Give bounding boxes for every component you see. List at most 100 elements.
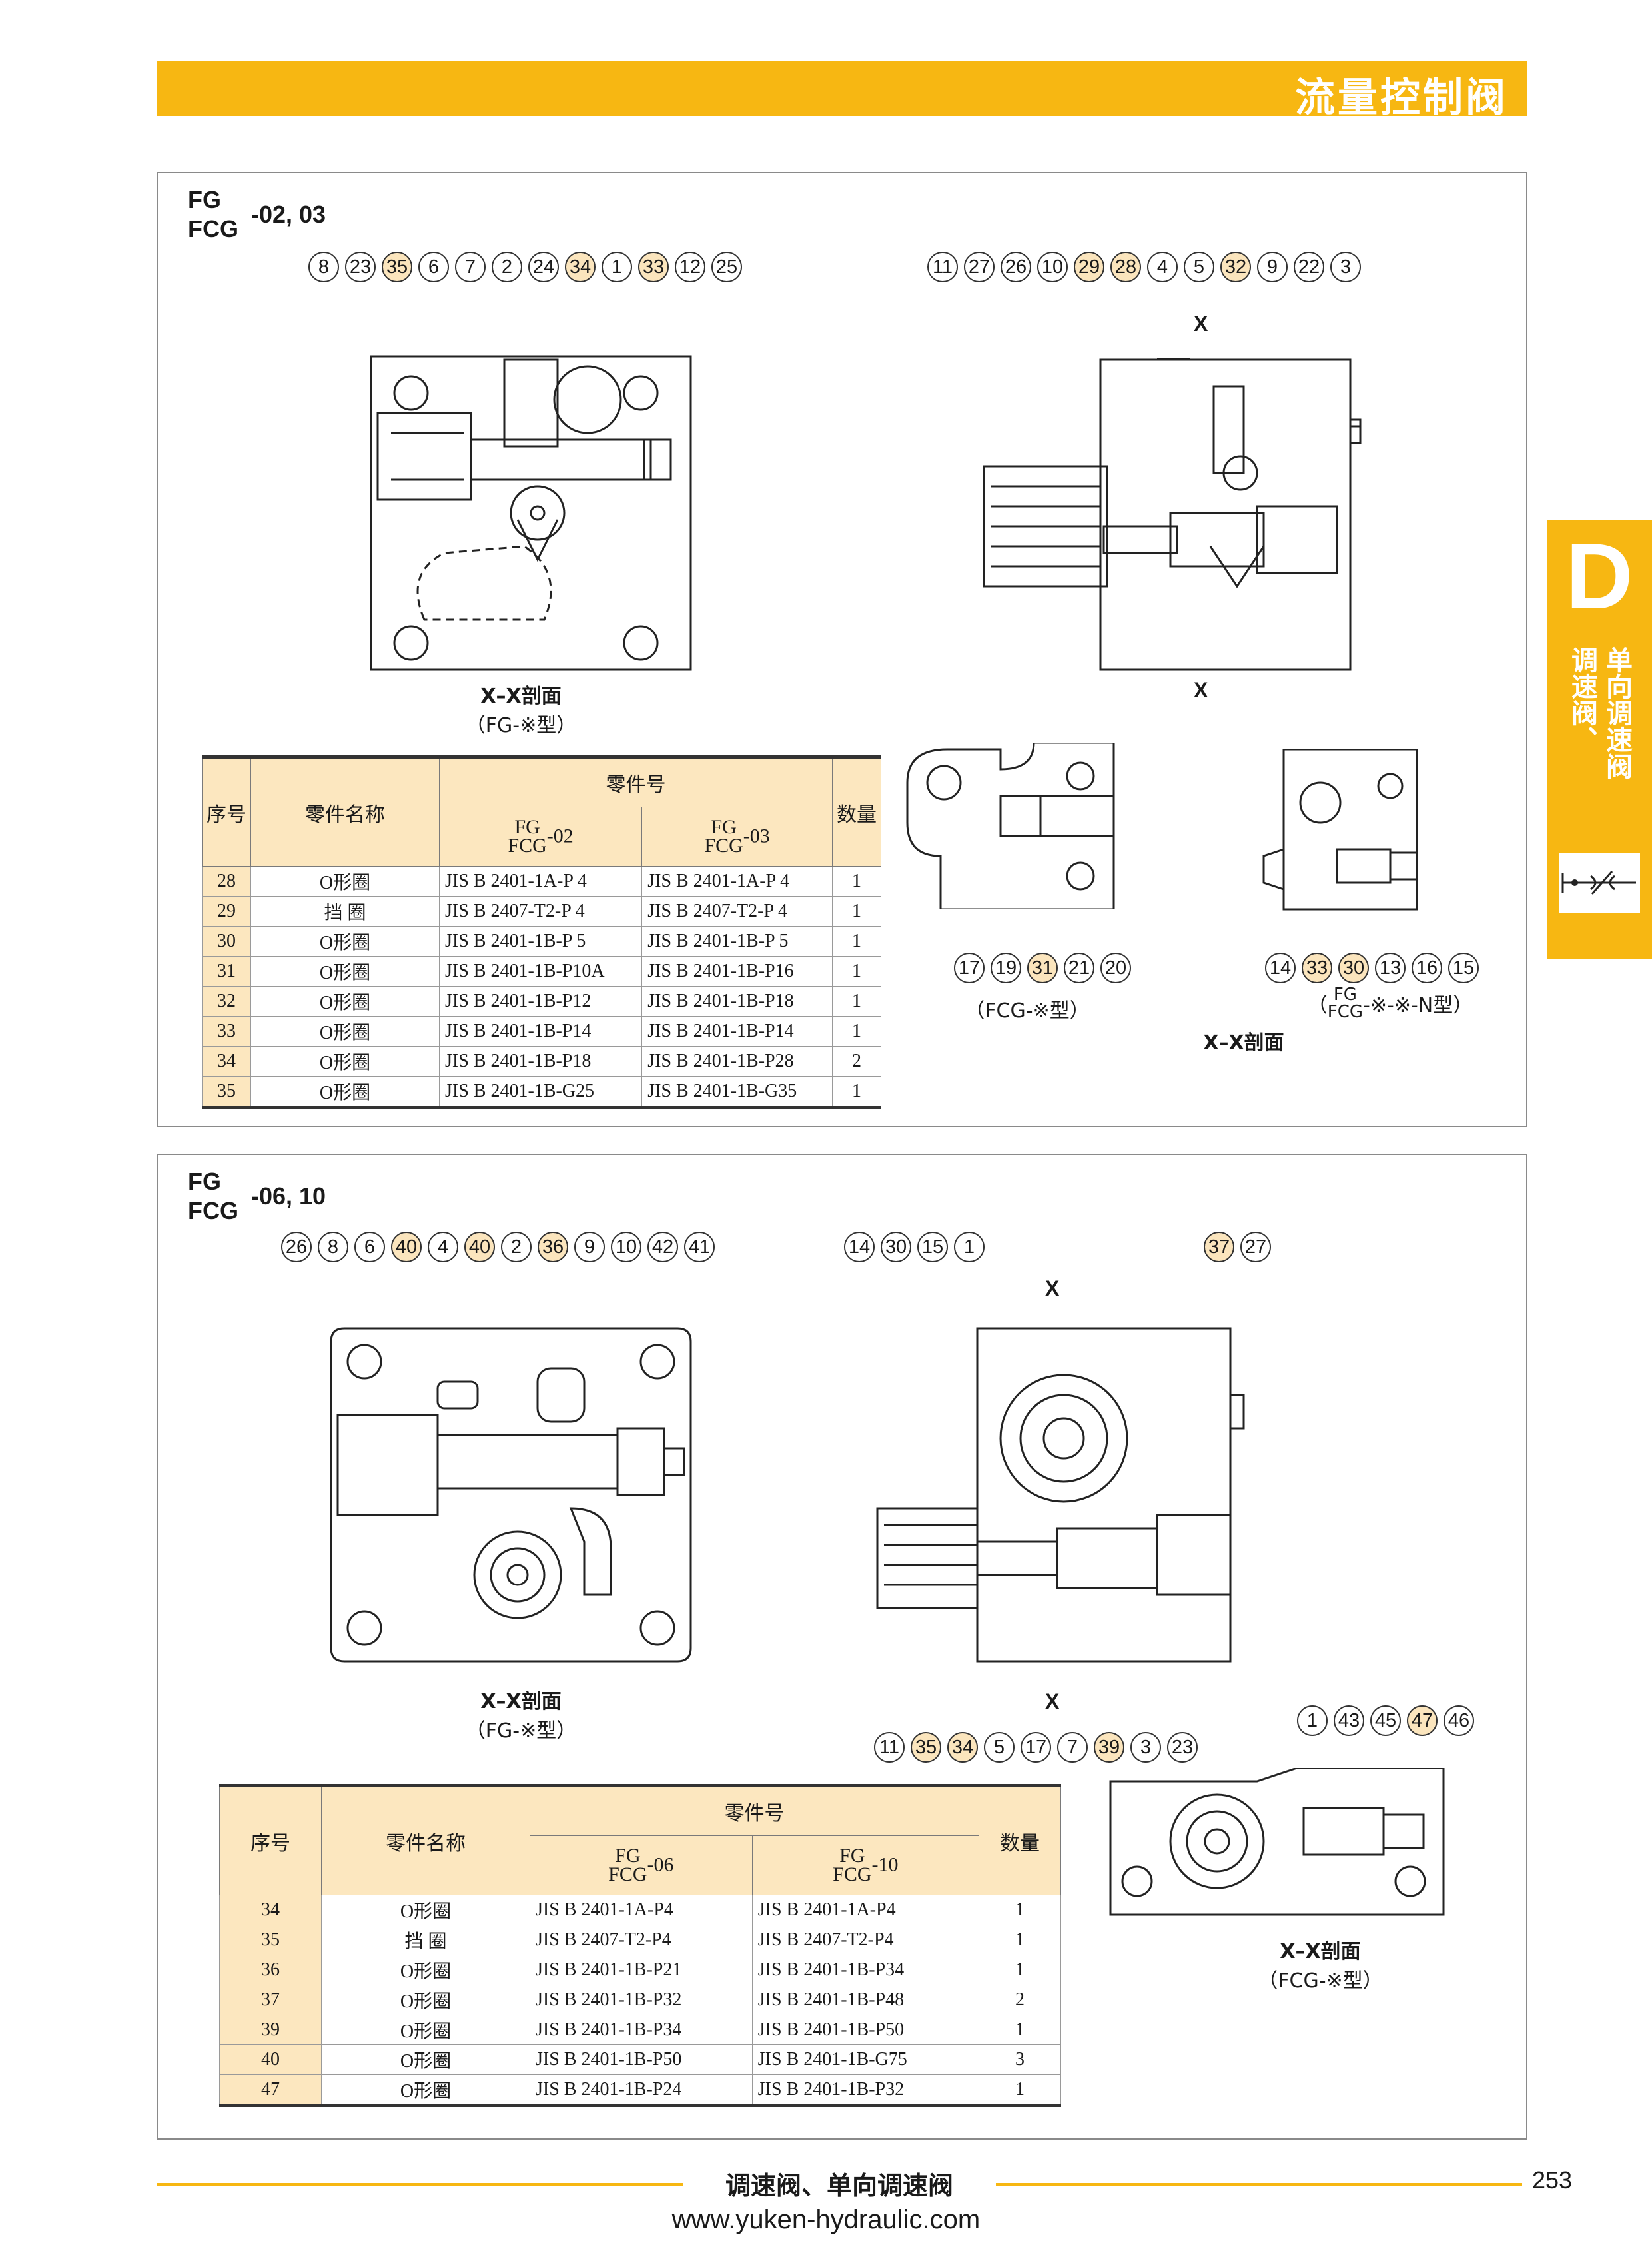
callout-bubble: 23 [1167, 1732, 1198, 1763]
caption-xx-fcg: X–X剖面 （FCG-※型） [1210, 1935, 1430, 1993]
th-model-1-fcg: FCG [608, 1863, 647, 1885]
cell-p2: JIS B 2401-1B-P 5 [641, 926, 833, 957]
cell-name: O形圈 [321, 1985, 530, 2015]
cell-p2: JIS B 2401-1B-P16 [641, 956, 833, 987]
cell-qty: 1 [832, 926, 881, 957]
cell-p1: JIS B 2401-1B-P21 [530, 1955, 753, 1985]
callout-bubble: 14 [844, 1232, 875, 1262]
callout-bubble: 7 [455, 252, 486, 282]
parts-table-02-03: 序号 零件名称 零件号 数量 FG FCG -02 FG FCG -03 [202, 755, 881, 1109]
footer-url[interactable]: www.yuken-hydraulic.com [671, 2205, 981, 2234]
callout-bubble: 34 [565, 252, 596, 282]
cell-qty: 1 [979, 1895, 1061, 1925]
model-fcg: FCG [188, 215, 238, 242]
th-model-1-fcg: FCG [508, 835, 547, 857]
callout-bubble: 40 [391, 1232, 422, 1262]
cell-p2: JIS B 2407-T2-P4 [751, 1925, 980, 1955]
callout-bubble: 33 [1302, 953, 1332, 983]
cell-qty: 1 [979, 1955, 1061, 1985]
callout-bubble: 35 [382, 252, 412, 282]
callout-bubble: 5 [1184, 252, 1214, 282]
chapter-tab[interactable]: D 单向调速阀 调速阀、 [1547, 520, 1652, 959]
cell-name: O形圈 [250, 866, 440, 897]
callout-bubble: 10 [611, 1232, 641, 1262]
cross-section-drawing-side [983, 358, 1362, 671]
callout-bubble: 30 [881, 1232, 911, 1262]
cell-no: 47 [219, 2074, 322, 2107]
callout-bubble: 33 [638, 252, 669, 282]
callout-bubble: 28 [1110, 252, 1141, 282]
callout-bubble: 47 [1407, 1705, 1438, 1736]
cell-qty: 1 [979, 2074, 1061, 2107]
cell-p2: JIS B 2401-1B-P28 [641, 1046, 833, 1077]
callout-bubble: 27 [964, 252, 995, 282]
callout-bubble: 22 [1294, 252, 1324, 282]
callout-bubble: 5 [984, 1732, 1015, 1763]
caption-type-fcg: （FCG-※型） [1258, 1969, 1383, 1993]
callout-bubble: 13 [1375, 953, 1406, 983]
callout-bubble: 31 [1027, 953, 1058, 983]
page-number: 253 [1532, 2166, 1573, 2194]
cell-no: 37 [219, 1985, 322, 2015]
cell-name: O形圈 [321, 1895, 530, 1925]
cell-name: O形圈 [250, 986, 440, 1017]
callout-bubble: 9 [574, 1232, 605, 1262]
cell-p1: JIS B 2401-1B-P10A [438, 956, 643, 987]
cell-p2: JIS B 2401-1B-P32 [751, 2074, 980, 2107]
header-bar: 流量控制阀 [157, 61, 1527, 121]
th-model-2-size: -10 [871, 1853, 899, 1876]
caption-n-post: -※-※-N型） [1363, 994, 1473, 1017]
cell-p1: JIS B 2401-1B-G25 [438, 1076, 643, 1109]
callout-bubble: 11 [874, 1732, 905, 1763]
cell-p2: JIS B 2401-1B-P14 [641, 1016, 833, 1047]
callout-bubble: 34 [947, 1732, 978, 1763]
cell-qty: 1 [979, 2015, 1061, 2045]
th-part: 零件号 [439, 755, 833, 807]
cell-no: 35 [202, 1076, 251, 1109]
cell-no: 28 [202, 866, 251, 897]
model-size: -02, 03 [251, 201, 326, 228]
caption-xx: X–X剖面 [1280, 1940, 1361, 1963]
caption-n-fcg: FCG [1327, 1002, 1364, 1022]
th-no: 序号 [219, 1784, 322, 1895]
section-mark-top: X [1045, 1276, 1060, 1300]
callout-bubble: 16 [1412, 953, 1442, 983]
cell-qty: 1 [832, 1016, 881, 1047]
cell-p2: JIS B 2401-1B-P18 [641, 986, 833, 1017]
callout-bubble: 1 [1297, 1705, 1328, 1736]
parts-table-06-10: 序号 零件名称 零件号 数量 FG FCG -06 FG FCG -10 [219, 1784, 1061, 2107]
callout-bubble: 1 [954, 1232, 985, 1262]
cell-p1: JIS B 2401-1A-P4 [530, 1895, 753, 1925]
cell-p2: JIS B 2401-1A-P4 [751, 1895, 980, 1925]
cell-p1: JIS B 2401-1B-P32 [530, 1985, 753, 2015]
cross-section-drawing-fg [330, 1327, 692, 1663]
th-name: 零件名称 [321, 1784, 530, 1895]
cell-no: 39 [219, 2015, 322, 2045]
cell-qty: 1 [832, 866, 881, 897]
callout-bubble: 11 [927, 252, 958, 282]
callout-bubble: 20 [1100, 953, 1131, 983]
callout-bubble: 42 [647, 1232, 678, 1262]
callout-bubble: 14 [1265, 953, 1296, 983]
th-model-1-size: -06 [647, 1853, 674, 1876]
callout-bubble: 17 [1021, 1732, 1051, 1763]
section-mark-bottom: X [1194, 678, 1208, 702]
section-mark-top: X [1194, 312, 1208, 336]
cell-qty: 1 [832, 896, 881, 927]
callout-bubble: 25 [711, 252, 742, 282]
th-model-2: FG FCG -10 [751, 1835, 980, 1895]
cross-section-drawing-fg [370, 355, 692, 671]
callout-bubble: 3 [1330, 252, 1361, 282]
callout-bubble: 46 [1444, 1705, 1474, 1736]
th-model-2-fcg: FCG [833, 1863, 872, 1885]
cell-name: O形圈 [321, 2015, 530, 2045]
